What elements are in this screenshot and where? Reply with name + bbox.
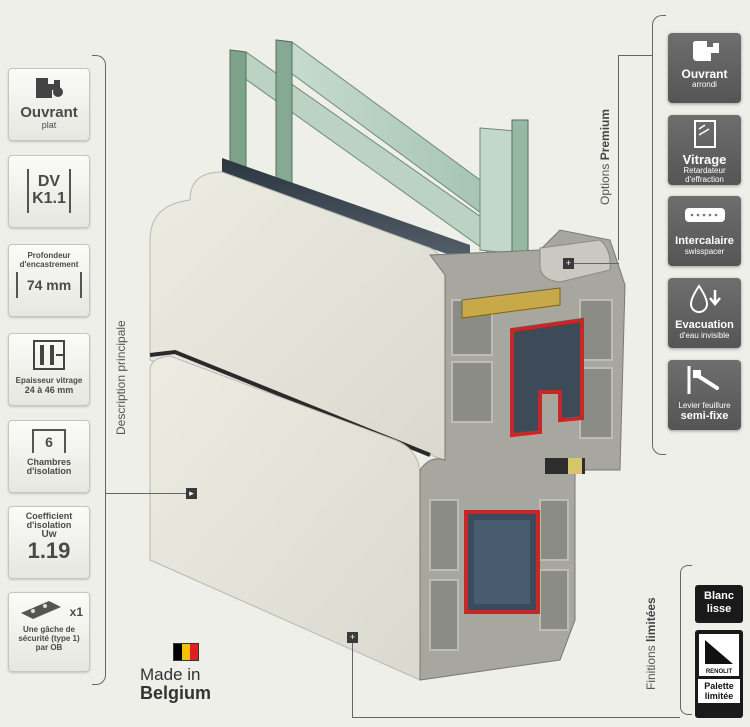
premium-bracket	[652, 15, 666, 455]
chamber-icon: 6	[32, 429, 66, 453]
evacuation-subtitle: d'eau invisible	[679, 331, 730, 340]
flag-stripe-black	[174, 644, 182, 660]
glazing-thickness-icon	[33, 340, 65, 370]
tile-ouvrant-plat-subtitle: plat	[41, 120, 57, 130]
tile-ouvrant-plat-title: Ouvrant	[20, 104, 78, 121]
coef-caption3: Uw	[41, 529, 57, 540]
finishes-marker[interactable]: +	[347, 632, 358, 643]
renolit-mark-icon	[705, 640, 733, 664]
sash-flat-icon	[36, 78, 63, 98]
premium-leader-h	[574, 263, 619, 264]
upper-steel-reinforcement	[510, 317, 584, 438]
tile-intercalaire: Intercalaire swisspacer	[668, 196, 741, 266]
sash-rounded-icon	[692, 41, 719, 61]
flag-stripe-yellow	[182, 644, 190, 660]
tile-epaisseur-vitrage: Epaisseur vitrage 24 à 46 mm	[8, 333, 90, 406]
levier-title2: semi-fixe	[680, 410, 729, 422]
description-marker[interactable]: ▸	[186, 488, 197, 499]
sash-divider	[149, 349, 431, 457]
water-drop-icon	[689, 284, 721, 313]
dv-line1: DV	[37, 173, 61, 190]
tile-renolit: RENOLIT Palette limitée	[695, 630, 743, 718]
chambres-number: 6	[45, 434, 53, 450]
intercalaire-subtitle: swisspacer	[684, 247, 725, 256]
tile-evacuation: Evacuation d'eau invisible	[668, 278, 741, 348]
premium-leader-line	[618, 55, 652, 260]
dv-line2: K1.1	[32, 190, 66, 207]
lever-icon	[687, 366, 719, 394]
premium-label: Options Premium	[598, 109, 612, 205]
made-in-line2: Belgium	[140, 683, 212, 703]
tile-ouvrant-plat: Ouvrant plat	[8, 68, 90, 141]
flag-stripe-red	[190, 644, 198, 660]
glass-pane-front-edge	[229, 49, 247, 176]
finishes-bracket	[680, 565, 692, 715]
renolit-line2: limitée	[704, 691, 734, 701]
rounded-sash-top	[539, 239, 611, 283]
intercalaire-title: Intercalaire	[675, 235, 734, 247]
vitrage-subtitle1: Retardateur	[683, 166, 726, 175]
epaisseur-caption1: Epaisseur vitrage	[15, 376, 83, 385]
evacuation-title: Evacuation	[675, 319, 734, 331]
gache-count: x1	[69, 605, 83, 619]
tile-ouvrant-arrondi: Ouvrant arrondi	[668, 33, 741, 103]
tile-dv-k11: DV K1.1	[8, 155, 90, 228]
security-keeper-icon	[21, 601, 61, 619]
gache-caption3: par OB	[35, 643, 63, 652]
chambres-caption2: d'isolation	[26, 466, 72, 476]
ouvrant-arrondi-subtitle: arrondi	[692, 80, 717, 89]
coef-caption2: d'isolation	[26, 520, 72, 530]
chambres-caption1: Chambres	[26, 457, 71, 467]
renolit-logo: RENOLIT	[699, 634, 739, 676]
levier-title1: Levier feuillure	[678, 401, 731, 410]
glass-spacer	[461, 287, 561, 319]
belgian-flag-icon	[173, 643, 199, 661]
description-label: Description principale	[114, 320, 128, 435]
glass-panes	[229, 39, 529, 301]
finishes-leader-line	[352, 638, 353, 718]
dv-frame: DV K1.1	[27, 169, 71, 213]
epaisseur-caption2: 24 à 46 mm	[24, 385, 74, 395]
finishes-leader-h	[352, 717, 680, 718]
gache-caption1: Une gâche de	[22, 625, 75, 634]
glass-edge-right	[511, 119, 529, 271]
tile-vitrage: Vitrage Retardateur d'effraction	[668, 115, 741, 185]
ouvrant-arrondi-title: Ouvrant	[681, 67, 728, 81]
premium-label-prefix: Options	[598, 163, 612, 205]
blanc-line1: Blanc	[704, 590, 734, 602]
tile-blanc-lisse: Blanc lisse	[695, 585, 743, 623]
glass-pane-icon	[693, 120, 716, 148]
left-leader-line	[106, 493, 188, 494]
premium-marker[interactable]: +	[563, 258, 574, 269]
dimension-arrow-icon: 74 mm	[16, 272, 82, 298]
renolit-line1: Palette	[704, 681, 734, 691]
vitrage-subtitle2: d'effraction	[685, 175, 724, 184]
insulation-chambers	[429, 299, 613, 651]
tile-chambres: 6 Chambres d'isolation	[8, 420, 90, 493]
made-in-line1: Made in	[140, 665, 201, 684]
tile-levier: Levier feuillure semi-fixe	[668, 360, 741, 430]
coef-caption1: Coefficient	[25, 511, 73, 521]
gache-caption2: sécurité (type 1)	[18, 634, 80, 643]
renolit-brand: RENOLIT	[705, 669, 733, 675]
finishes-label-prefix: Finitions	[644, 645, 658, 690]
tile-gache-securite: x1 Une gâche de sécurité (type 1) par OB	[8, 592, 90, 672]
profondeur-value: 74 mm	[26, 277, 72, 293]
tile-profondeur: Profondeur d'encastrement 74 mm	[8, 244, 90, 317]
coef-value: 1.19	[27, 538, 71, 563]
top-gasket	[222, 158, 470, 262]
finishes-label-bold: limitées	[644, 597, 658, 642]
premium-label-bold: Premium	[598, 108, 612, 161]
vitrage-title: Vitrage	[682, 152, 727, 167]
finishes-label: Finitions limitées	[644, 597, 658, 690]
blanc-line2: lisse	[706, 603, 732, 615]
spacer-icon	[684, 208, 725, 222]
tile-coefficient: Coefficient d'isolation Uw 1.19	[8, 506, 90, 579]
profondeur-caption: Profondeur d'encastrement	[19, 251, 79, 269]
left-bracket	[92, 55, 106, 685]
